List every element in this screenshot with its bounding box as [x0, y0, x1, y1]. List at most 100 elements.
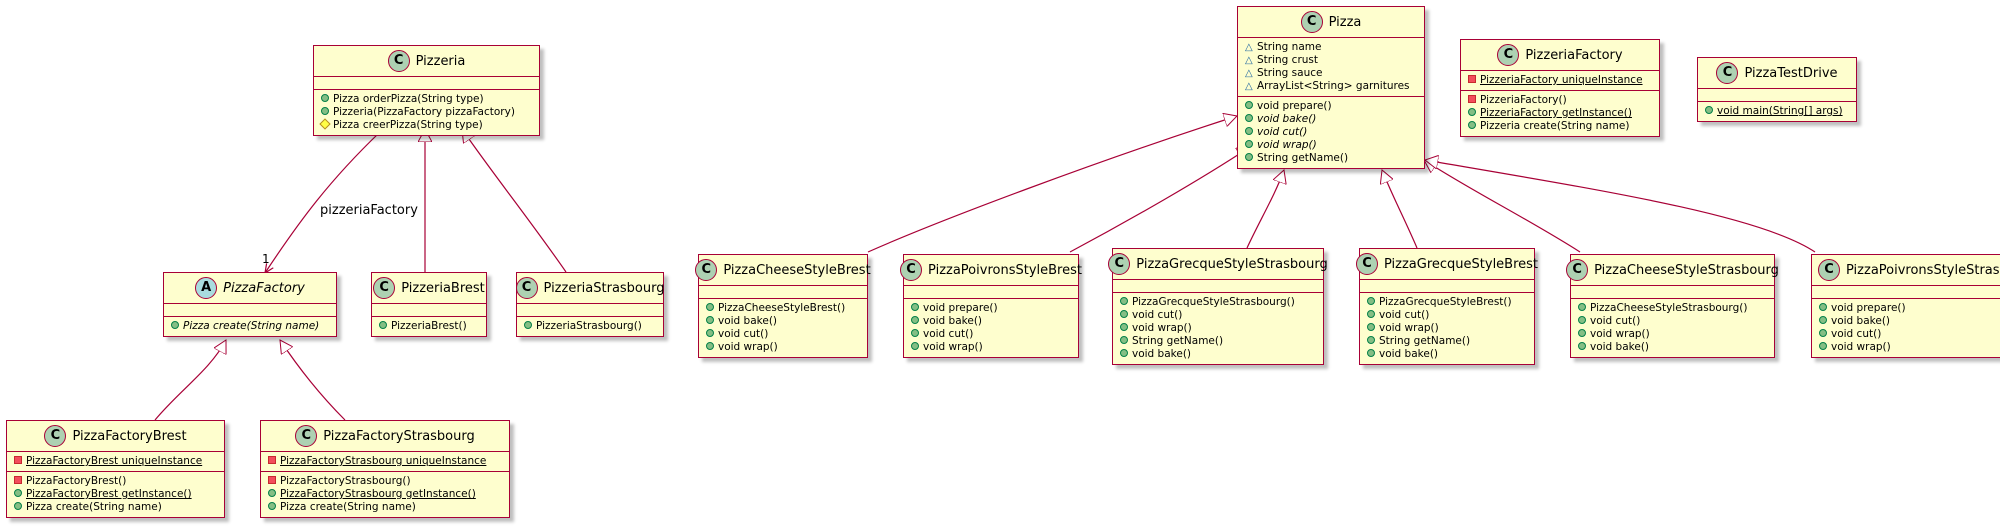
edge-factorystrasbourg-extends-pizzafactory [280, 340, 346, 421]
class-pizzeria[interactable]: C Pizzeria Pizza orderPizza(String type) … [313, 45, 540, 136]
method: String getName() [1132, 335, 1224, 347]
public-visibility-icon [321, 93, 333, 106]
class-stereotype-icon: C [695, 259, 718, 281]
class-name: PizzaTestDrive [1744, 65, 1838, 81]
private-visibility-icon [1468, 94, 1480, 107]
methods-section: PizzaFactoryStrasbourg() PizzaFactoryStr… [261, 471, 509, 517]
class-pizzeriafactory[interactable]: C PizzeriaFactory PizzeriaFactory uniqueI… [1460, 39, 1660, 137]
class-name: PizzaPoivronsStyleBrest [928, 262, 1082, 278]
class-stereotype-icon: C [1300, 11, 1323, 33]
method: void prepare() [923, 302, 998, 314]
method: void cut() [1831, 328, 1882, 340]
method: void bake() [1132, 348, 1192, 360]
method: PizzaCheeseStyleBrest() [718, 302, 846, 314]
class-name: PizzaFactory [223, 280, 305, 296]
field: String crust [1257, 54, 1319, 66]
method: void bake() [1590, 341, 1650, 353]
methods-section: PizzeriaStrasbourg() [517, 316, 663, 336]
fields-section [904, 285, 1078, 298]
field: String sauce [1257, 67, 1323, 79]
method: String getName() [1257, 152, 1349, 164]
public-visibility-icon [706, 302, 718, 315]
private-visibility-icon [1468, 74, 1480, 87]
fields-section: PizzeriaFactory uniqueInstance [1461, 70, 1659, 90]
methods-section: PizzaGrecqueStyleStrasbourg() void cut()… [1113, 292, 1323, 364]
method: PizzaFactoryStrasbourg() [280, 475, 411, 487]
class-name: PizzaFactoryBrest [72, 428, 187, 444]
method: PizzeriaFactory getInstance() [1480, 107, 1632, 119]
public-visibility-icon [1120, 335, 1132, 348]
fields-section [1698, 88, 1856, 101]
fields-section: PizzaFactoryStrasbourg uniqueInstance [261, 451, 509, 471]
fields-section [517, 303, 663, 316]
class-name: PizzaGrecqueStyleBrest [1383, 256, 1539, 272]
methods-section: Pizza orderPizza(String type) Pizzeria(P… [314, 89, 539, 135]
method: void cut() [1257, 126, 1308, 138]
public-visibility-icon [14, 501, 26, 514]
methods-section: PizzeriaFactory() PizzeriaFactory getIns… [1461, 90, 1659, 136]
public-visibility-icon [268, 501, 280, 514]
public-visibility-icon [171, 320, 183, 333]
edge-grecquebrest-extends-pizza [1382, 170, 1418, 249]
class-stereotype-icon: C [900, 259, 923, 281]
class-stereotype-icon: C [1716, 62, 1739, 84]
methods-section: void prepare() void bake() void cut() vo… [904, 298, 1078, 357]
public-visibility-icon [1367, 309, 1379, 322]
public-visibility-icon [1245, 152, 1257, 165]
edge-grecquestrasbourg-extends-pizza [1246, 170, 1284, 249]
edge-cheesestrasbourg-extends-pizza [1424, 160, 1581, 253]
public-visibility-icon [14, 488, 26, 501]
method: PizzaFactoryBrest() [26, 475, 127, 487]
public-visibility-icon [1367, 335, 1379, 348]
method: PizzaGrecqueStyleStrasbourg() [1132, 296, 1295, 308]
class-name: PizzaGrecqueStyleStrasbourg [1136, 256, 1328, 272]
method: void wrap() [1257, 139, 1317, 151]
public-visibility-icon [1578, 328, 1590, 341]
fields-section: PizzaFactoryBrest uniqueInstance [7, 451, 224, 471]
class-stereotype-icon: C [44, 425, 67, 447]
class-stereotype-icon: C [387, 50, 410, 72]
methods-section: PizzaCheeseStyleStrasbourg() void cut() … [1571, 298, 1774, 357]
method: String getName() [1379, 335, 1471, 347]
class-pizzapoivronsstylebrest[interactable]: C PizzaPoivronsStyleBrest void prepare() … [900, 254, 1082, 358]
public-visibility-icon [1468, 107, 1480, 120]
class-pizzafactorybrest[interactable]: C PizzaFactoryBrest PizzaFactoryBrest uni… [6, 420, 225, 518]
package-visibility-icon [1245, 54, 1257, 67]
methods-section: Pizza create(String name) [164, 316, 336, 336]
methods-section: PizzaCheeseStyleBrest() void bake() void… [699, 298, 867, 357]
class-stereotype-icon: C [373, 277, 396, 299]
private-visibility-icon [268, 475, 280, 488]
association-multiplicity: 1 [262, 252, 270, 266]
method: Pizzeria create(String name) [1480, 120, 1630, 132]
public-visibility-icon [1819, 341, 1831, 354]
private-visibility-icon [268, 455, 280, 468]
method: Pizza create(String name) [183, 320, 320, 332]
class-name: Pizzeria [415, 53, 466, 69]
public-visibility-icon [1578, 341, 1590, 354]
field: ArrayList<String> garnitures [1257, 80, 1410, 92]
class-name: PizzeriaFactory [1525, 47, 1623, 63]
method: void bake() [923, 315, 983, 327]
field: String name [1257, 41, 1322, 53]
method: Pizza create(String name) [26, 501, 162, 513]
public-visibility-icon [1819, 315, 1831, 328]
field: PizzeriaFactory uniqueInstance [1480, 74, 1643, 86]
method: void bake() [1257, 113, 1317, 125]
method: void wrap() [1379, 322, 1439, 334]
edge-cheesebrest-extends-pizza [867, 116, 1237, 253]
public-visibility-icon [706, 341, 718, 354]
edge-pizzeriastrasbourg-extends-pizzeria [462, 129, 567, 273]
methods-section: PizzeriaBrest() [372, 316, 486, 336]
class-pizzapoivronsstylestrasbourg[interactable]: CPizzaPoivronsStyleStrasbourg void prepa… [1811, 254, 2000, 358]
class-stereotype-icon: C [1497, 44, 1520, 66]
